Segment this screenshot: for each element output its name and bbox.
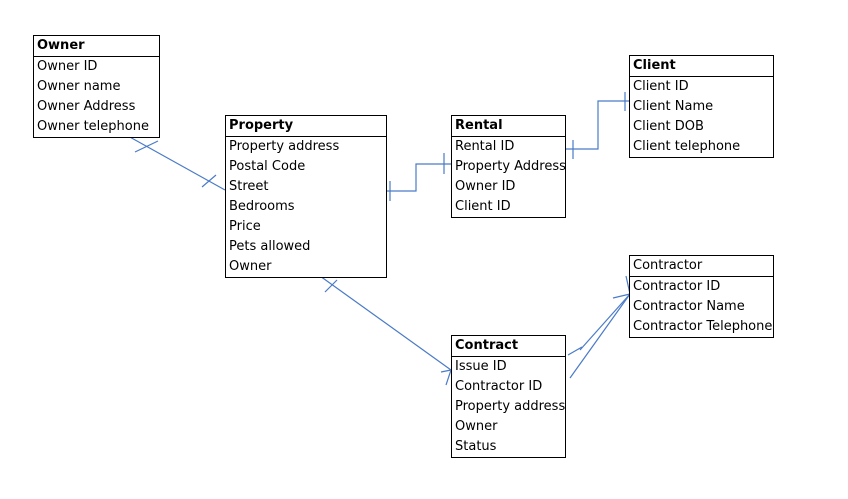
relation-rental-client: [566, 100, 629, 150]
entity-attribute: Owner telephone: [37, 119, 149, 134]
entity-title: Contract: [452, 336, 565, 357]
entity-attribute: Property address: [229, 139, 340, 154]
entity-attribute: Bedrooms: [229, 199, 295, 214]
owner-end-tick: [134, 140, 159, 153]
entity-attribute: Client ID: [633, 79, 689, 94]
entity-title: Rental: [452, 116, 565, 137]
entity-attribute: Status: [455, 439, 497, 454]
relation-property-rental: [387, 163, 451, 192]
entity-title: Contractor: [630, 256, 773, 277]
entity-attribute: Issue ID: [455, 359, 507, 374]
entity-attribute: Owner: [229, 259, 272, 274]
entity-attribute: Contractor ID: [455, 379, 543, 394]
entity-attribute: Client Name: [633, 99, 714, 114]
entity-attribute: Postal Code: [229, 159, 306, 174]
entity-contract: Contract Issue ID Contractor ID Property…: [451, 335, 566, 458]
property-end-tick: [201, 174, 217, 188]
entity-attribute: Owner name: [37, 79, 121, 94]
relation-contract-contractor: [569, 293, 631, 379]
entity-attribute: Price: [229, 219, 261, 234]
entity-rental: Rental Rental ID Property Address Owner …: [451, 115, 566, 218]
contractor-crowfoot-b: [612, 293, 631, 299]
entity-contractor: Contractor Contractor ID Contractor Name…: [629, 255, 774, 338]
entity-attribute: Owner ID: [37, 59, 98, 74]
entity-owner: Owner Owner ID Owner name Owner Address …: [33, 35, 160, 138]
contract-crowfoot-b: [445, 369, 452, 386]
entity-attribute: Contractor ID: [633, 279, 721, 294]
property-end-tick: [324, 279, 338, 293]
contract-end-tick: [567, 346, 583, 356]
entity-client: Client Client ID Client Name Client DOB …: [629, 55, 774, 158]
entity-attribute: Pets allowed: [229, 239, 311, 254]
entity-attribute: Contractor Telephone: [633, 319, 773, 334]
entity-title: Owner: [34, 36, 159, 57]
contract-crowfoot-a: [440, 369, 452, 373]
entity-property: Property Property address Postal Code St…: [225, 115, 387, 278]
entity-attribute: Contractor Name: [633, 299, 745, 314]
relation-owner-property: [127, 135, 226, 191]
entity-attribute: Client telephone: [633, 139, 741, 154]
entity-attribute: Owner Address: [37, 99, 136, 114]
entity-attribute: Property address: [455, 399, 565, 414]
entity-attribute: Street: [229, 179, 269, 194]
contractor-crowfoot-a: [579, 293, 631, 351]
entity-title: Client: [630, 56, 773, 77]
entity-attribute: Owner: [455, 419, 498, 434]
entity-attribute: Property Address: [455, 159, 565, 174]
entity-attribute: Client ID: [455, 199, 511, 214]
entity-title: Property: [226, 116, 386, 137]
relation-property-contract: [319, 275, 452, 371]
entity-attribute: Owner ID: [455, 179, 516, 194]
entity-attribute: Rental ID: [455, 139, 515, 154]
entity-attribute: Client DOB: [633, 119, 704, 134]
